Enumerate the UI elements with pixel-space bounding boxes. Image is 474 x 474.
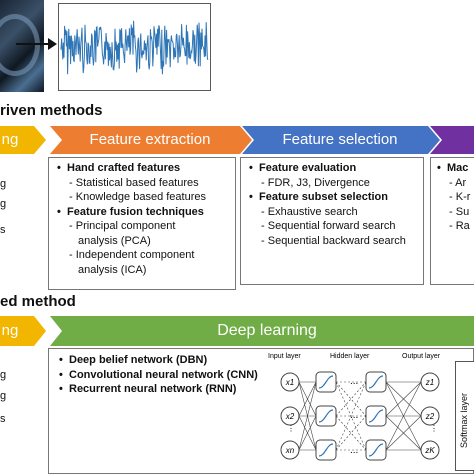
feature-evaluation: Feature evaluation [249,161,419,176]
stage1-left-stub: ng [1,131,19,148]
softmax-layer-label: Softmax layer [459,392,469,448]
nn-connection [335,415,367,451]
classifier-item: - Su [449,205,470,218]
output-neuron-label: z1 [425,378,434,387]
stage2-left-stub: ng [1,322,19,339]
classifier-item: - K-r [449,191,471,203]
deep-learning-title: Deep learning [217,321,317,339]
knowledge-features: - Knowledge based features [69,191,206,203]
vibration-signal-plot [58,3,211,91]
activation-curve [318,409,334,423]
nn-connection [298,415,317,451]
ellipsis: ... [350,376,358,387]
deep-learning-chevron [50,316,474,346]
nn-connection [385,381,422,451]
feature-selection-chevron [242,126,440,154]
classification-panel: Mac - Ar - K-r - Su - Ra [430,157,474,285]
output-neuron-label: z2 [425,412,435,421]
ellipsis: ... [350,445,358,456]
input-neuron-label: xn [285,446,295,455]
sensor-photo-detail [0,14,40,76]
ellipsis: ... [350,410,358,421]
nn-connection [335,381,367,417]
stage1-left-item: s [0,224,6,236]
ica-item: - Independent component [69,249,195,261]
vibration-signal-waveform [60,20,209,75]
statistical-features: - Statistical based features [69,176,199,189]
evaluation-metrics: - FDR, J3, Divergence [261,176,370,189]
output-neuron-label: zK [424,446,435,455]
stage2-left-item: g [0,390,7,402]
ellipsis-vertical: ⋮ [287,424,295,433]
feature-selection-title: Feature selection [282,131,398,148]
nn-connection [298,381,317,451]
stage2-left-item: g [0,369,7,381]
classification-title: Mac [437,161,474,176]
output-neuron [420,372,440,392]
stage2-chevron-yellow [0,316,46,346]
stage1-left-item: g [0,178,7,190]
feature-subset-selection: Feature subset selection [249,190,419,205]
nn-connection [385,381,422,417]
hidden-layer-label: Hidden layer [330,353,370,360]
neural-network-diagram: Input layer Hidden layer Output layer x1… [268,353,441,461]
input-neuron-label: x2 [285,412,295,421]
input-neuron [280,440,300,460]
cnn-item: Convolutional neural network (CNN) [59,368,473,383]
sequential-backward-search: - Sequential backward search [261,234,406,247]
exhaustive-search: - Exhaustive search [261,205,358,218]
input-neuron-label: x1 [285,378,294,387]
stage1-chevrons [0,126,474,154]
activation-curve [318,443,334,457]
nn-connection [385,415,422,451]
section-title-data-driven: riven methods [0,102,103,119]
ellipsis-vertical: ⋮ [430,424,438,433]
signal-arrow-line [16,43,50,45]
activation-curve [368,443,384,457]
classification-chevron [430,126,474,154]
output-layer-label: Output layer [402,353,441,360]
hand-crafted-features: Hand crafted features [57,161,231,176]
deep-learning-panel: Deep belief network (DBN) Convolutional … [48,348,474,474]
activation-curve [368,375,384,389]
activation-curve [368,409,384,423]
output-neuron [420,406,440,426]
input-neuron [280,406,300,426]
section-title-deep-learning: ed method [0,293,76,310]
stage2-left-item: s [0,413,6,425]
ica-item-cont: analysis (ICA) [78,263,147,276]
stage1-chevron-yellow [0,126,46,154]
sequential-forward-search: - Sequential forward search [261,220,396,232]
nn-connection [335,381,367,451]
feature-extraction-panel: Hand crafted features - Statistical base… [48,157,236,290]
output-neuron [420,440,440,460]
input-neuron [280,372,300,392]
signal-arrow-head [48,38,57,50]
feature-extraction-chevron [50,126,252,154]
stage2-chevrons [0,316,474,346]
feature-selection-panel: Feature evaluation - FDR, J3, Divergence… [240,157,424,285]
rnn-item: Recurrent neural network (RNN) [59,382,473,397]
classifier-item: - Ar [449,176,467,189]
nn-connection [298,381,317,417]
pca-item: - Principal component [69,220,176,232]
stage1-left-item: g [0,198,7,210]
pca-item-cont: analysis (PCA) [78,234,151,247]
softmax-layer: Softmax layer [455,361,474,471]
activation-curve [318,375,334,389]
nn-connection [335,381,367,417]
nn-connection [335,415,367,451]
input-layer-label: Input layer [268,353,301,360]
feature-fusion-techniques: Feature fusion techniques [57,205,231,220]
feature-extraction-title: Feature extraction [89,131,211,148]
classifier-item: - Ra [449,220,470,232]
dbn-item: Deep belief network (DBN) [59,353,473,368]
